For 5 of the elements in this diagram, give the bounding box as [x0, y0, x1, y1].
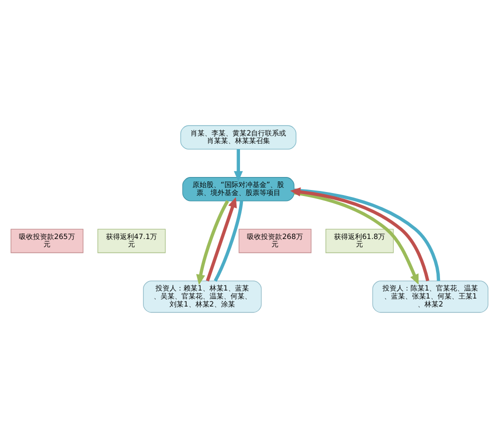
- arrow: [234, 148, 243, 181]
- connector: [214, 200, 244, 282]
- arrow: [196, 200, 230, 284]
- arrow: [294, 190, 419, 284]
- arrow: [206, 196, 237, 281]
